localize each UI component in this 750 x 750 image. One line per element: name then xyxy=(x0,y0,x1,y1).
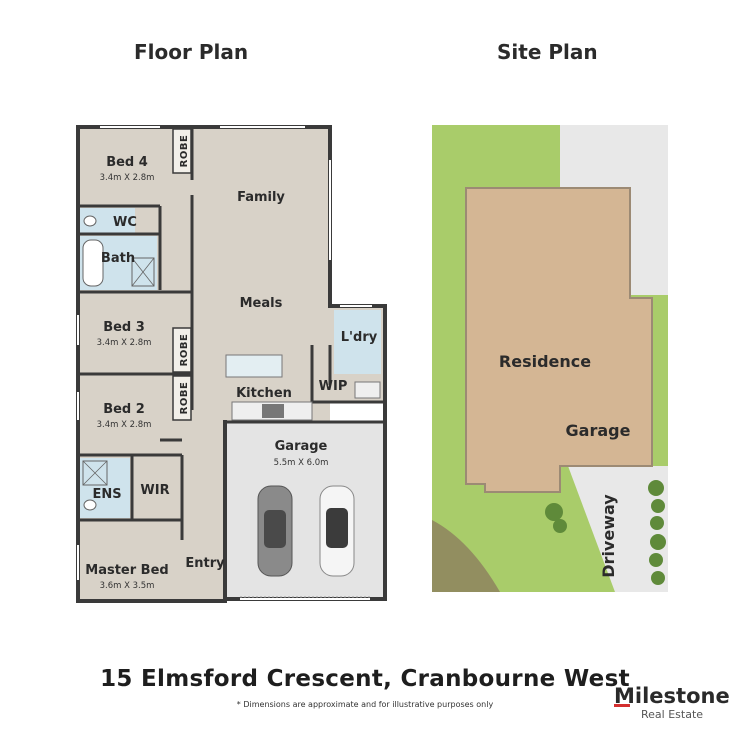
floor-plan-heading: Floor Plan xyxy=(134,40,249,64)
disclaimer: * Dimensions are approximate and for ill… xyxy=(236,700,494,709)
room-name-entry: Entry xyxy=(185,556,225,571)
robe-label-bed3: ROBE xyxy=(179,334,190,367)
laundry-tiles xyxy=(334,310,381,374)
room-dims-master: 3.6m X 3.5m xyxy=(100,581,155,591)
wc-toilet xyxy=(83,215,97,227)
car-white xyxy=(319,485,355,577)
room-name-bed2: Bed 2 xyxy=(103,402,145,417)
car-dark xyxy=(257,485,293,577)
room-name-master: Master Bed xyxy=(85,563,168,578)
room-name-bed4: Bed 4 xyxy=(106,155,148,170)
brand-logo: Milestone Real Estate xyxy=(614,684,730,722)
site-plan-heading: Site Plan xyxy=(497,40,598,64)
room-name-bath: Bath xyxy=(101,251,135,266)
brand-accent xyxy=(614,704,630,707)
ensuite-toilet xyxy=(83,499,97,511)
room-dims-garage: 5.5m X 6.0m xyxy=(274,458,329,468)
robe-label-bed2: ROBE xyxy=(179,382,190,415)
room-name-kitchen: Kitchen xyxy=(236,386,292,401)
room-name-wc: WC xyxy=(113,215,137,230)
kitchen-island xyxy=(225,354,283,378)
windows xyxy=(77,126,372,600)
ensuite-shower xyxy=(82,460,108,486)
cooktop xyxy=(262,404,284,418)
room-name-meals: Meals xyxy=(240,296,283,311)
room-name-bed3: Bed 3 xyxy=(103,320,145,335)
brand-name: Milestone xyxy=(614,684,730,708)
room-name-laundry: L'dry xyxy=(341,330,378,345)
room-name-wip: WIP xyxy=(319,379,348,394)
robes xyxy=(172,128,192,421)
room-dims-bed4: 3.4m X 2.8m xyxy=(100,173,155,183)
bathtub xyxy=(82,239,104,287)
room-name-wir: WIR xyxy=(140,483,169,498)
garage-floor xyxy=(225,422,385,599)
room-name-garage: Garage xyxy=(275,439,328,454)
shower xyxy=(131,257,155,287)
room-dims-bed3: 3.4m X 2.8m xyxy=(97,338,152,348)
wip-shelf xyxy=(354,381,381,399)
room-name-family: Family xyxy=(237,190,285,205)
interior-walls xyxy=(78,127,385,540)
brand-subtitle: Real Estate xyxy=(641,708,704,721)
room-name-ens: ENS xyxy=(92,487,121,502)
room-dims-bed2: 3.4m X 2.8m xyxy=(97,420,152,430)
robe-label-bed4: ROBE xyxy=(179,135,190,168)
property-address: 15 Elmsford Crescent, Cranbourne West xyxy=(100,666,630,692)
